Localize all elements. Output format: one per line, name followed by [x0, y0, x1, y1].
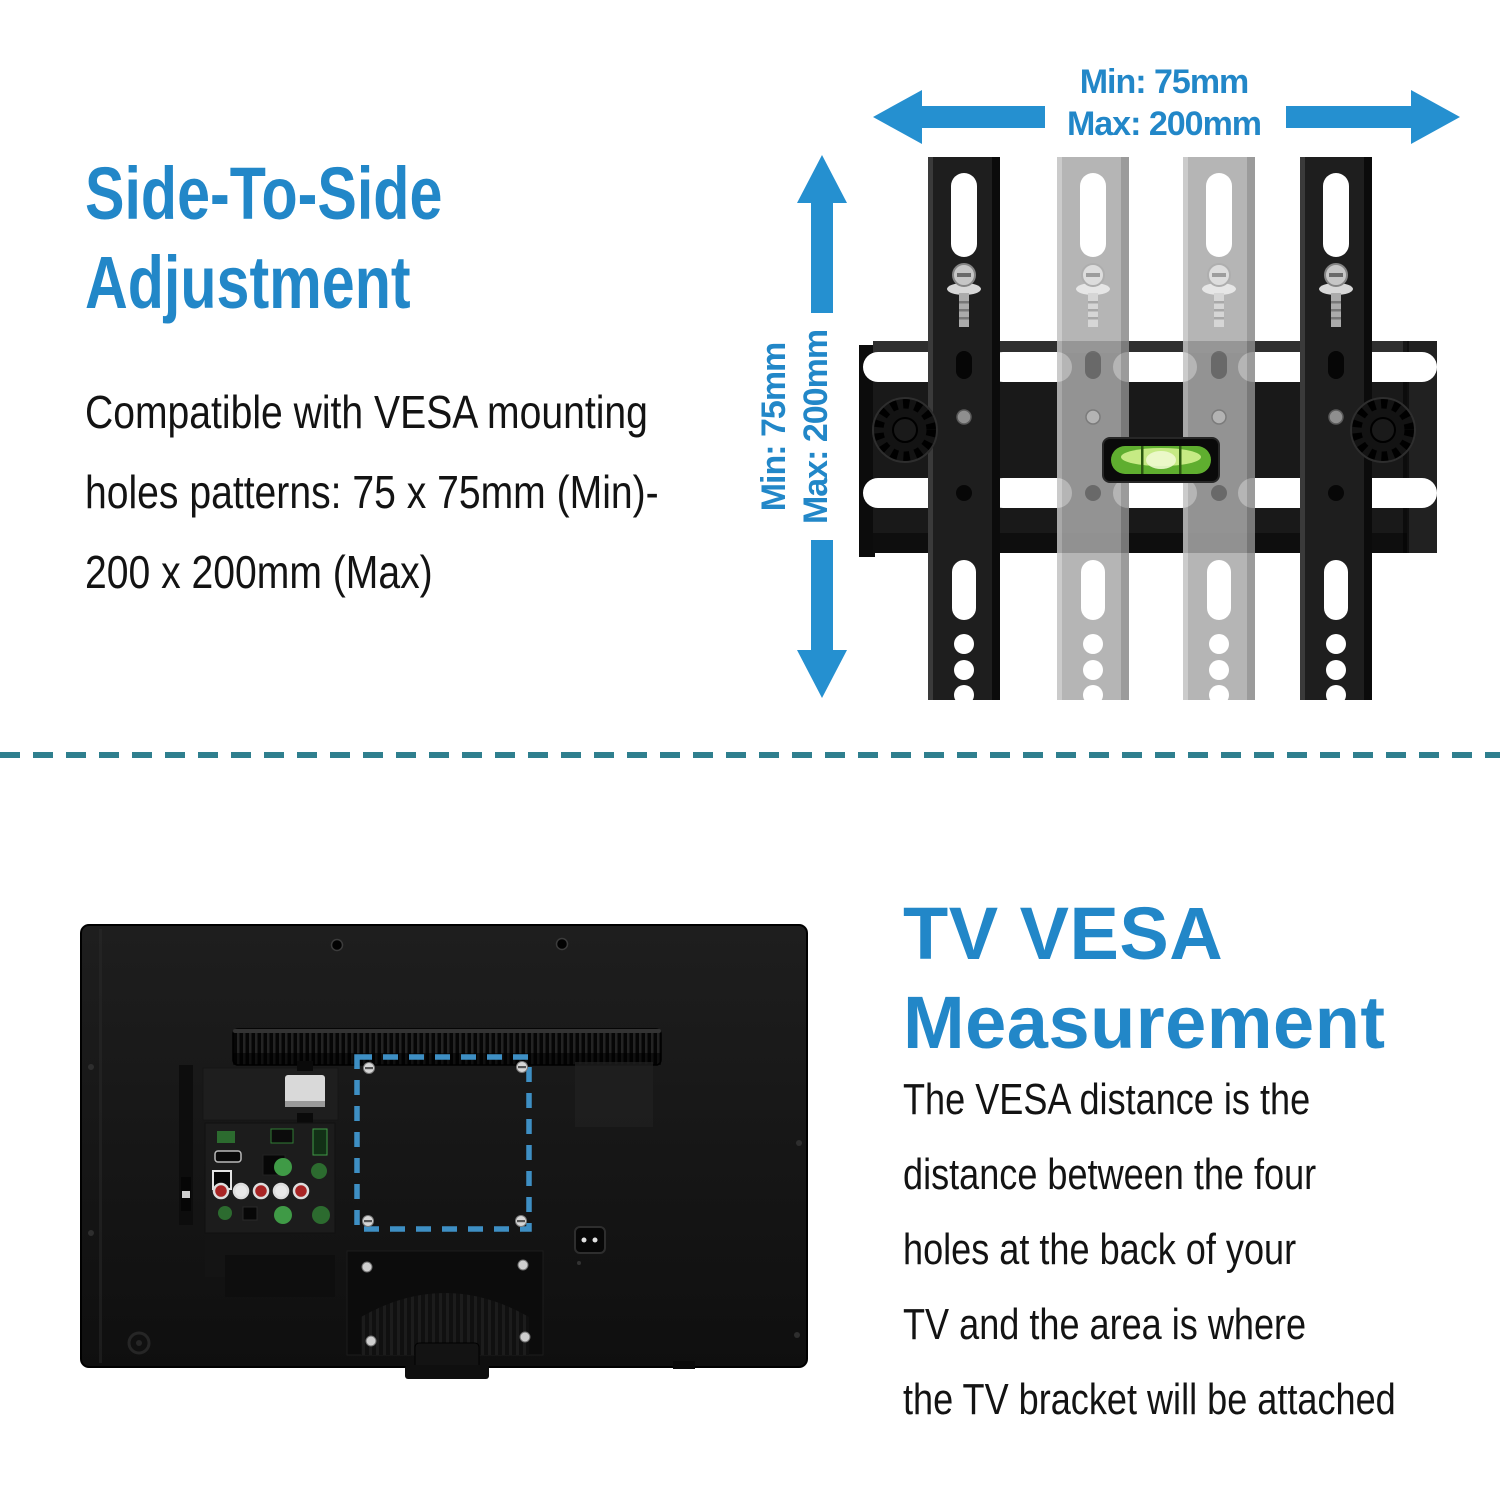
- top-heading-line-1: Side-To-Side: [85, 152, 443, 235]
- vesa-rail-ghost-1: [1057, 157, 1129, 705]
- top-section-body: Compatible with VESA mounting holes patt…: [85, 372, 659, 612]
- left-arrow-icon: [873, 90, 1045, 144]
- body-line: TV and the area is where: [903, 1300, 1307, 1349]
- body-line: 200 x 200mm (Max): [85, 546, 433, 598]
- width-min-label: Min: 75mm: [1080, 63, 1249, 101]
- vesa-corner-screw-icon: [515, 1215, 527, 1227]
- down-arrow-icon: [797, 540, 847, 698]
- top-section-heading: Side-To-Side Adjustment: [85, 150, 442, 328]
- cabinet-screw-icon: [555, 937, 569, 951]
- up-arrow-icon: [797, 155, 847, 313]
- tv-back-diagram: [80, 924, 808, 1379]
- vesa-corner-screw-icon: [516, 1061, 528, 1073]
- bottom-edge-tab: [673, 1361, 695, 1369]
- vesa-corner-screw-icon: [363, 1062, 375, 1074]
- tension-knob-left: [872, 397, 938, 463]
- foot-pad-center: [136, 1340, 142, 1346]
- wall-mount-bracket-diagram: Min: 75mm Max: 200mm Min: 75mm Max: 200m…: [755, 63, 1460, 705]
- body-line: holes patterns: 75 x 75mm (Min)-: [85, 466, 659, 518]
- body-line: distance between the four: [903, 1150, 1317, 1199]
- bubble-level: [1102, 437, 1220, 483]
- io-panel: [179, 1061, 339, 1297]
- height-max-label: Max: 200mm: [797, 330, 835, 524]
- bottom-section-body: The VESA distance is the distance betwee…: [903, 1062, 1396, 1437]
- top-heading-line-2: Adjustment: [85, 240, 411, 324]
- body-line: the TV bracket will be attached: [903, 1375, 1396, 1424]
- height-min-label: Min: 75mm: [755, 343, 793, 512]
- body-line: The VESA distance is the: [903, 1075, 1311, 1124]
- vesa-rail-solid-left: [928, 157, 1000, 705]
- rca-jacks-icon: [212, 1182, 310, 1200]
- stand-mount: [346, 1250, 544, 1379]
- vesa-area-outline: [354, 1054, 532, 1232]
- back-panel-recess: [575, 1062, 653, 1127]
- width-max-label: Max: 200mm: [1067, 105, 1261, 143]
- cabinet-screw-icon: [330, 938, 344, 952]
- hdmi-port-icon: [214, 1150, 242, 1163]
- vesa-corner-screw-icon: [362, 1215, 374, 1227]
- right-arrow-icon: [1286, 90, 1460, 144]
- foot-pad-icon: [127, 1331, 151, 1355]
- bottom-heading-line-1: TV VESA: [903, 892, 1224, 975]
- bottom-section-heading: TV VESA Measurement: [903, 890, 1386, 1068]
- bottom-heading-line-2: Measurement: [903, 980, 1386, 1064]
- body-line: Compatible with VESA mounting: [85, 386, 648, 438]
- dashed-section-divider: [0, 752, 1500, 758]
- power-inlet-icon: [574, 1226, 606, 1265]
- body-line: holes at the back of your: [903, 1225, 1297, 1274]
- vesa-rail-ghost-2: [1183, 157, 1255, 705]
- connector-stub-icon: [285, 1075, 325, 1107]
- tension-knob-right: [1350, 397, 1416, 463]
